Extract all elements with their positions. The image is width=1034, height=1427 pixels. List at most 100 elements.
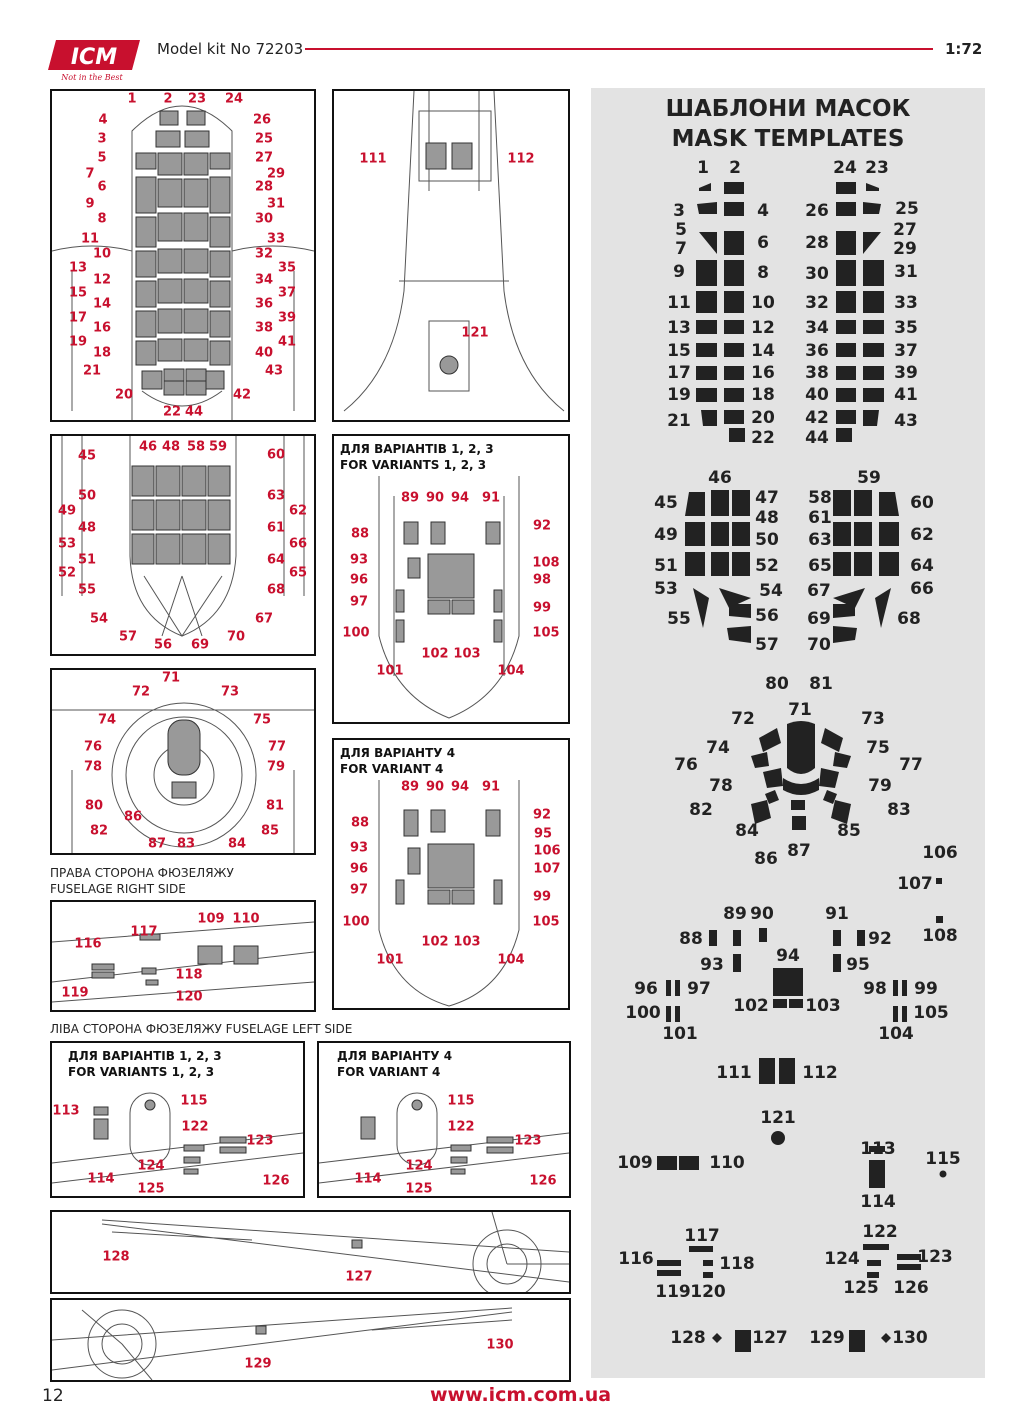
callout-number: 41 — [277, 334, 297, 350]
mask-number: 44 — [805, 428, 829, 448]
left-side-caption: ЛІВА СТОРОНА ФЮЗЕЛЯЖУ FUSELAGE LEFT SIDE — [50, 1022, 353, 1036]
callout-number: 86 — [123, 809, 143, 825]
footer-url[interactable]: www.icm.com.ua — [430, 1384, 612, 1406]
mask-number: 74 — [706, 738, 730, 758]
mask-number: 28 — [805, 233, 829, 253]
mask-number: 62 — [910, 525, 934, 545]
callout-number: 115 — [180, 1093, 208, 1109]
mask-number: 25 — [895, 199, 919, 219]
mask-number: 14 — [751, 341, 775, 361]
variant-label-en: FOR VARIANTS 1, 2, 3 — [340, 458, 487, 472]
mask-number: 49 — [654, 525, 678, 545]
mask-number: 4 — [757, 201, 769, 221]
kit-scale: 1:72 — [945, 40, 983, 58]
callout-number: 79 — [266, 759, 286, 775]
callout-number: 73 — [220, 684, 240, 700]
callout-number: 50 — [77, 488, 97, 504]
panel-fuselage-top — [332, 89, 570, 422]
mask-number: 77 — [899, 755, 923, 775]
callout-number: 37 — [277, 285, 297, 301]
mask-number: 37 — [894, 341, 918, 361]
panel-belly-variant-4: ДЛЯ ВАРІАНТУ 4 FOR VARIANT 4 — [332, 738, 570, 1010]
mask-number: 46 — [708, 468, 732, 488]
callout-number: 100 — [342, 914, 370, 930]
callout-number: 8 — [97, 211, 107, 227]
mask-number: 38 — [805, 363, 829, 383]
callout-number: 65 — [288, 565, 308, 581]
nose-front-drawing — [52, 702, 314, 853]
mask-number: 57 — [755, 635, 779, 655]
callout-number: 78 — [83, 759, 103, 775]
mask-number: 70 — [807, 635, 831, 655]
callout-number: 16 — [92, 320, 112, 336]
header-rule — [305, 48, 933, 50]
callout-number: 49 — [57, 503, 77, 519]
callout-number: 6 — [97, 179, 107, 195]
callout-number: 76 — [83, 739, 103, 755]
callout-number: 48 — [161, 439, 181, 455]
mask-number: 18 — [751, 385, 775, 405]
mask-templates-panel: ШАБЛОНИ МАСОК MASK TEMPLATES — [591, 88, 985, 1378]
mask-number: 29 — [893, 239, 917, 259]
callout-number: 126 — [529, 1173, 557, 1189]
callout-number: 36 — [254, 296, 274, 312]
callout-number: 105 — [532, 914, 560, 930]
callout-number: 103 — [453, 934, 481, 950]
callout-number: 77 — [267, 739, 287, 755]
wing-top-drawing — [101, 1212, 569, 1292]
callout-number: 19 — [68, 334, 88, 350]
mask-number: 2 — [729, 158, 741, 178]
mask-number: 51 — [654, 556, 678, 576]
callout-number: 31 — [266, 196, 286, 212]
callout-number: 29 — [266, 166, 286, 182]
mask-number: 98 — [863, 979, 887, 999]
callout-number: 10 — [92, 246, 112, 262]
panel-canopy-rear — [50, 434, 316, 656]
callout-number: 123 — [514, 1133, 542, 1149]
callout-number: 98 — [532, 572, 552, 588]
panel-belly-variants-123: ДЛЯ ВАРІАНТІВ 1, 2, 3 FOR VARIANTS 1, 2,… — [332, 434, 570, 724]
fuselage-top-drawing — [343, 91, 565, 412]
mask-number: 112 — [802, 1063, 838, 1083]
mask-number: 52 — [755, 556, 779, 576]
mask-number: 84 — [735, 821, 759, 841]
mask-number: 93 — [700, 955, 724, 975]
callout-number: 59 — [208, 439, 228, 455]
callout-number: 120 — [175, 989, 203, 1005]
callout-number: 94 — [450, 490, 470, 506]
callout-number: 113 — [52, 1103, 80, 1119]
variant-label-ua: ДЛЯ ВАРІАНТУ 4 — [340, 746, 456, 760]
mask-number: 15 — [667, 341, 691, 361]
callout-number: 27 — [254, 150, 274, 166]
callout-number: 40 — [254, 345, 274, 361]
callout-number: 84 — [227, 836, 247, 852]
callout-number: 119 — [61, 985, 89, 1001]
callout-number: 35 — [277, 260, 297, 276]
mask-number: 92 — [868, 929, 892, 949]
callout-number: 101 — [376, 952, 404, 968]
callout-number: 34 — [254, 272, 274, 288]
callout-number: 97 — [349, 882, 369, 898]
panel-wing-bottom — [50, 1298, 571, 1382]
callout-number: 122 — [447, 1119, 475, 1135]
kit-title: Model kit No 72203 — [157, 40, 304, 58]
callout-number: 104 — [497, 952, 525, 968]
callout-number: 124 — [405, 1158, 433, 1174]
mask-number: 90 — [750, 904, 774, 924]
mask-number: 13 — [667, 318, 691, 338]
variant-label-en: FOR VARIANT 4 — [340, 762, 444, 776]
mask-number: 40 — [805, 385, 829, 405]
variant-label-ua: ДЛЯ ВАРІАНТУ 4 — [337, 1049, 453, 1063]
mask-number: 34 — [805, 318, 829, 338]
mask-number: 10 — [751, 293, 775, 313]
callout-number: 92 — [532, 807, 552, 823]
callout-number: 100 — [342, 625, 370, 641]
callout-number: 102 — [421, 646, 449, 662]
callout-number: 44 — [184, 404, 204, 420]
panel-nose-front — [50, 668, 316, 855]
canopy-top-drawing — [52, 105, 314, 420]
callout-number: 128 — [102, 1249, 130, 1265]
callout-number: 106 — [533, 843, 561, 859]
mask-number: 47 — [755, 488, 779, 508]
panel-fuselage-right — [50, 900, 316, 1012]
